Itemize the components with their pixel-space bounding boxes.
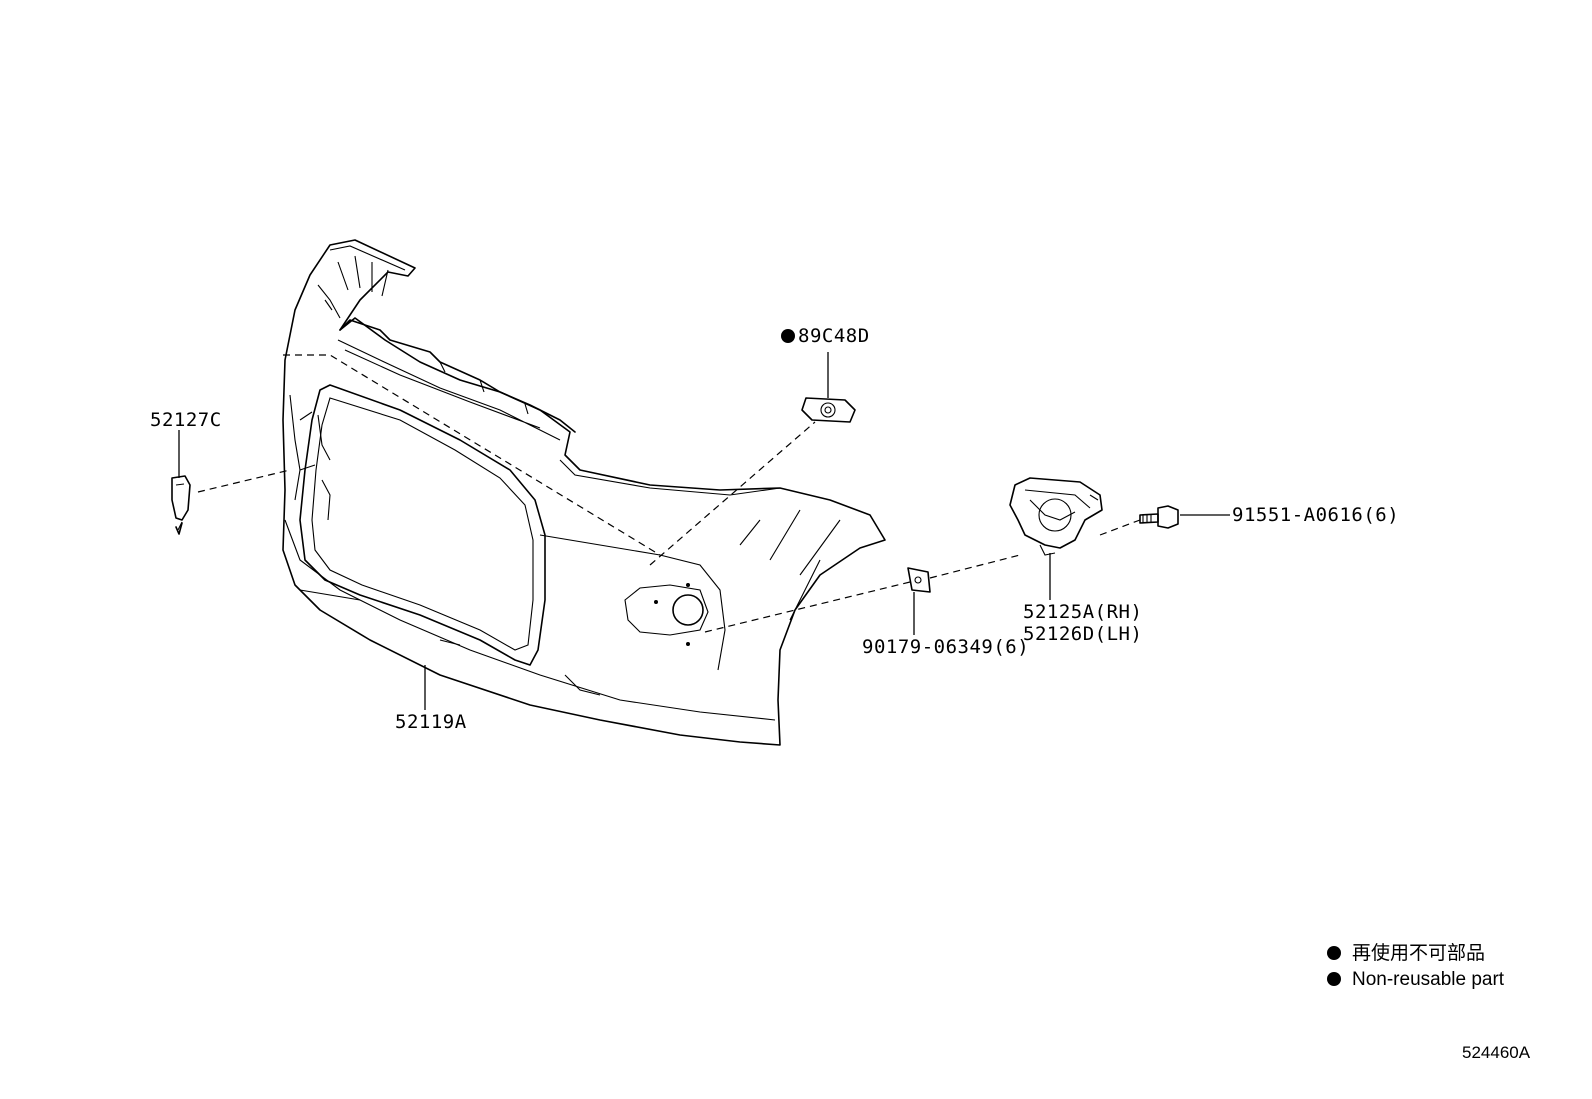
part-label-52126d: 52126D(LH) [1023,623,1142,645]
assembly-lines [197,354,1141,633]
legend-bullet-jp [1327,946,1341,960]
bumper-cover-drawing [282,239,886,746]
part-label-52119a: 52119A [395,711,467,733]
legend: 再使用不可部品 Non-reusable part [1327,942,1505,990]
fog-bracket-drawing [1009,477,1103,556]
part-label-52125a: 52125A(RH) [1023,601,1142,623]
leader-lines [178,352,1230,710]
legend-bullet-en [1327,972,1341,986]
part-label-90179: 90179-06349(6) [862,636,1029,658]
part-label-89c48d: 89C48D [798,325,870,347]
legend-jp-text: 再使用不可部品 [1352,942,1485,964]
illustration-code: 524460A [1462,1043,1531,1062]
side-retainer-drawing [171,475,191,535]
legend-en-text: Non-reusable part [1352,969,1505,990]
non-reusable-marker [781,329,795,343]
clip-drawing [907,567,931,593]
screw-drawing [1139,505,1179,529]
part-label-91551: 91551-A0616(6) [1232,504,1399,526]
sensor-retainer-drawing [801,397,856,423]
part-label-52127c: 52127C [150,409,222,431]
